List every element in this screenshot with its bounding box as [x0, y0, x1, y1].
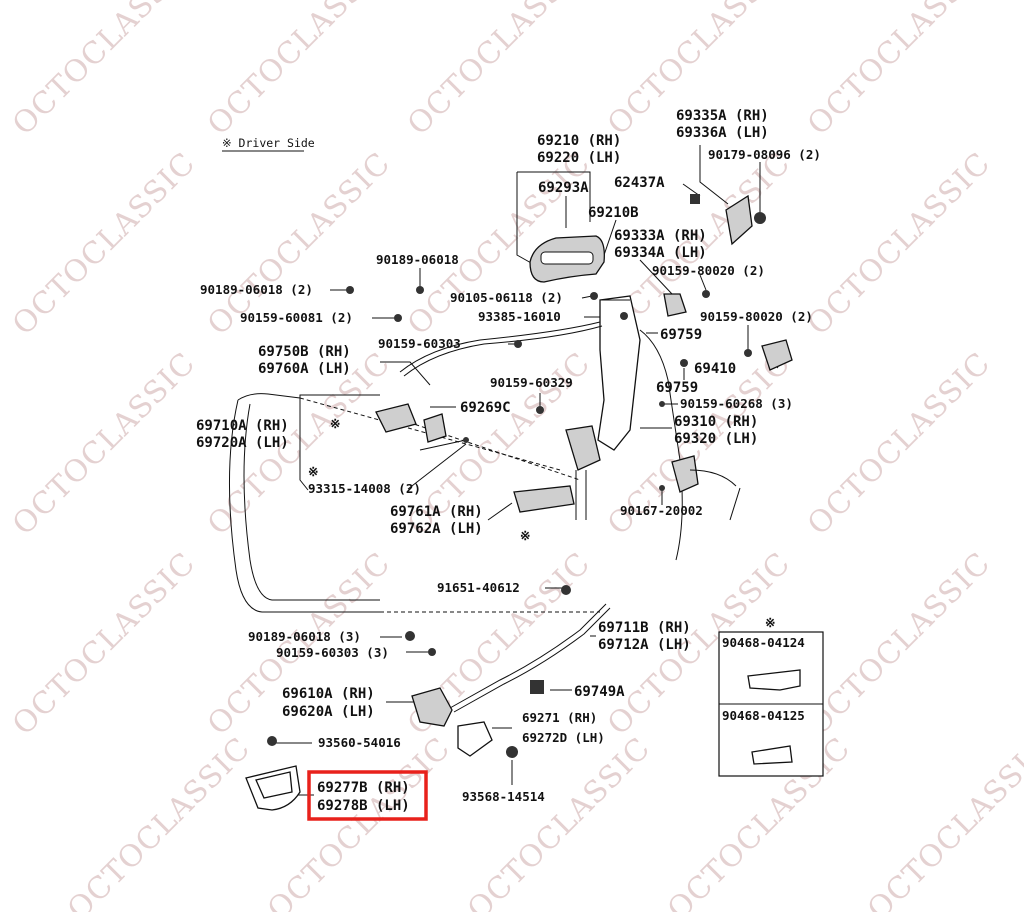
label-90468-04124: 90468-04124: [722, 635, 805, 650]
label-90159-60303: 90159-60303: [378, 336, 461, 351]
watermark-text: OCTOCLASSIC: [6, 146, 203, 343]
label-69336A: 69336A (LH): [676, 125, 769, 141]
inside-handle-shape: [513, 485, 575, 513]
driver-side-note: ※ Driver Side: [222, 136, 315, 150]
label-69750B: 69750B (RH): [258, 344, 351, 360]
label-69710A: 69710A (RH): [196, 418, 289, 434]
label-69759-a: 69759: [660, 327, 702, 343]
label-69277B: 69277B (RH): [317, 780, 410, 796]
watermark-text: OCTOCLASSIC: [6, 346, 203, 543]
text-labels: ※ Driver Side 69210 (RH) 69220 (LH) 6929…: [196, 108, 821, 814]
note-mark-1: ※: [330, 416, 340, 431]
label-69278B: 69278B (LH): [317, 798, 410, 814]
watermark-text: OCTOCLASSIC: [201, 0, 398, 142]
label-90159-60081: 90159-60081 (2): [240, 310, 353, 325]
label-90167: 90167-20002: [620, 503, 703, 518]
label-69712A: 69712A (LH): [598, 637, 691, 653]
label-90159-80020-b: 90159-80020 (2): [700, 309, 813, 324]
label-69620A: 69620A (LH): [282, 704, 375, 720]
watermark-text: OCTOCLASSIC: [401, 0, 598, 142]
label-69335A: 69335A (RH): [676, 108, 769, 124]
watermark-text: OCTOCLASSIC: [861, 731, 1024, 912]
label-69720A: 69720A (LH): [196, 435, 289, 451]
label-69272D: 69272D (LH): [522, 730, 605, 745]
label-90159-60268: 90159-60268 (3): [680, 396, 793, 411]
watermark-text: OCTOCLASSIC: [6, 0, 203, 142]
lower-latch-shape: [411, 687, 453, 727]
watermark-text: OCTOCLASSIC: [801, 146, 998, 343]
label-90189-06018: 90189-06018: [376, 252, 459, 267]
watermark-text: OCTOCLASSIC: [61, 731, 258, 912]
door-parts: [245, 194, 793, 811]
label-69759-b: 69759: [656, 380, 698, 396]
label-91651: 91651-40612: [437, 580, 520, 595]
note-mark-2: ※: [308, 464, 318, 479]
highlight-frame: [307, 770, 428, 821]
label-69760A: 69760A (LH): [258, 361, 351, 377]
label-93560: 93560-54016: [318, 735, 401, 750]
label-69271: 69271 (RH): [522, 710, 597, 725]
label-69610A: 69610A (RH): [282, 686, 375, 702]
watermark-text: OCTOCLASSIC: [6, 546, 203, 743]
label-62437A: 62437A: [614, 175, 665, 191]
label-69310: 69310 (RH): [674, 414, 758, 430]
lock-linkage-shape: [597, 295, 641, 451]
striker-shape: [761, 339, 793, 371]
label-90189-06018-2: 90189-06018 (2): [200, 282, 313, 297]
label-90189-06018-3: 90189-06018 (3): [248, 629, 361, 644]
label-69269C: 69269C: [460, 400, 511, 416]
label-69410: 69410: [694, 361, 736, 377]
inside-handle-bracket-shape: [375, 403, 417, 433]
label-69293A: 69293A: [538, 180, 589, 196]
label-90159-60303-3: 90159-60303 (3): [276, 645, 389, 660]
label-69711B: 69711B (RH): [598, 620, 691, 636]
label-69210: 69210 (RH): [537, 133, 621, 149]
label-90179: 90179-08096 (2): [708, 147, 821, 162]
note-mark-4: ※: [765, 615, 775, 630]
label-69749A: 69749A: [574, 684, 625, 700]
label-69210B: 69210B: [588, 205, 639, 221]
watermark-text: OCTOCLASSIC: [801, 0, 998, 142]
clip-inset-box: [718, 631, 824, 777]
label-90159-60329: 90159-60329: [490, 375, 573, 390]
watermark-text: OCTOCLASSIC: [801, 346, 998, 543]
label-69334A: 69334A (LH): [614, 245, 707, 261]
label-90468-04125: 90468-04125: [722, 708, 805, 723]
label-69220: 69220 (LH): [537, 150, 621, 166]
label-93568: 93568-14514: [462, 789, 545, 804]
note-mark-3: ※: [520, 528, 530, 543]
label-90159-80020-a: 90159-80020 (2): [652, 263, 765, 278]
hinge-bracket-shape: [725, 194, 753, 246]
label-69762A: 69762A (LH): [390, 521, 483, 537]
watermark-text: OCTOCLASSIC: [461, 731, 658, 912]
label-69761A: 69761A (RH): [390, 504, 483, 520]
label-93315: 93315-14008 (2): [308, 481, 421, 496]
watermark-text: OCTOCLASSIC: [801, 546, 998, 743]
label-69333A: 69333A (RH): [614, 228, 707, 244]
label-90105: 90105-06118 (2): [450, 290, 563, 305]
label-93385: 93385-16010: [478, 309, 561, 324]
watermark-text: OCTOCLASSIC: [261, 731, 458, 912]
label-69320: 69320 (LH): [674, 431, 758, 447]
